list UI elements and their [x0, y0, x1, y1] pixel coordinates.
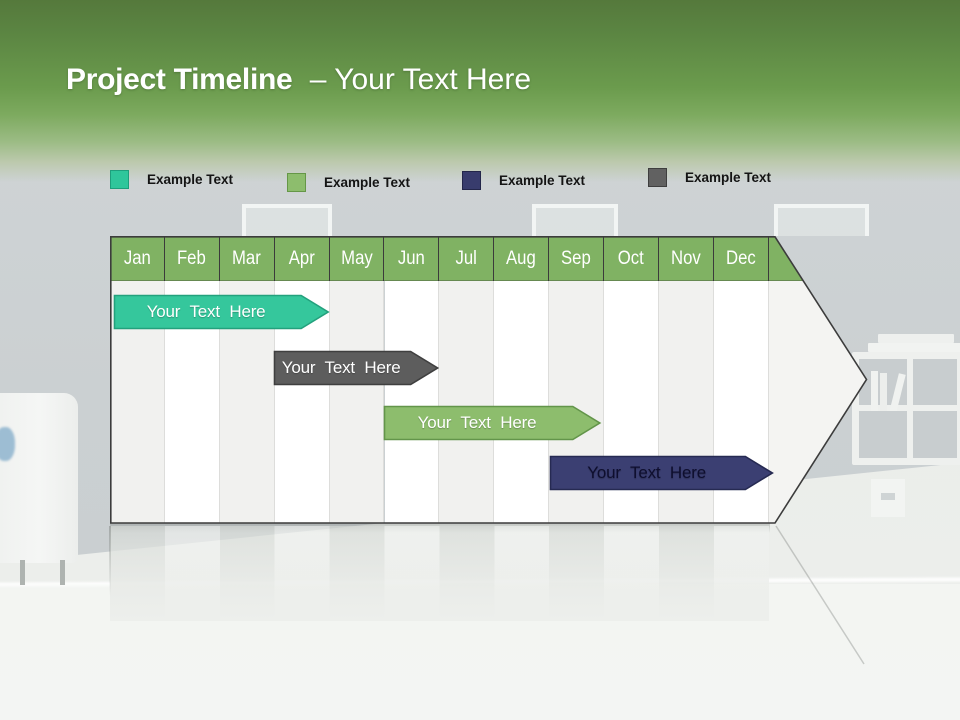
bar-label: Your Text Here — [417, 413, 537, 432]
legend-swatch-green — [287, 173, 306, 192]
legend-label: Example Text — [147, 172, 234, 187]
month-label: Apr — [288, 247, 315, 269]
month-label: Nov — [671, 247, 701, 269]
timeline-bar[interactable]: Your Text Here — [549, 455, 775, 491]
timeline-bar[interactable]: Your Text Here — [273, 350, 440, 386]
legend-label: Example Text — [685, 170, 772, 185]
table-edge-reflection — [109, 526, 111, 596]
shelf-compartment — [913, 411, 957, 458]
wall-frame — [242, 204, 332, 236]
legend-swatch-gray — [648, 168, 667, 187]
month-cell: Oct — [604, 236, 659, 281]
month-label: Jul — [455, 247, 478, 269]
bar-label: Your Text Here — [146, 302, 266, 321]
month-cell: Mar — [220, 236, 275, 281]
month-cell: Jul — [439, 236, 495, 281]
book — [880, 373, 887, 412]
wall-frame — [774, 204, 869, 236]
table-reflection-fade — [110, 526, 769, 621]
month-label: Mar — [232, 247, 262, 269]
month-cell: Apr — [275, 236, 330, 281]
month-label: Jan — [123, 247, 151, 269]
month-cell: Feb — [165, 236, 220, 281]
storage-box — [871, 479, 905, 517]
month-cell: Dec — [714, 236, 769, 281]
legend-label: Example Text — [499, 173, 586, 188]
book — [871, 371, 878, 412]
bar-label: Your Text Here — [281, 358, 401, 377]
slide-title-main: Project Timeline — [66, 63, 293, 96]
sofa-leg — [60, 560, 65, 585]
month-column — [494, 281, 550, 523]
arrow-tip-area — [768, 281, 867, 523]
month-cell: Nov — [659, 236, 714, 281]
month-cell: Aug — [494, 236, 550, 281]
month-cell: Jan — [110, 236, 165, 281]
month-cell: Sep — [549, 236, 605, 281]
timeline-bar[interactable]: Your Text Here — [383, 405, 602, 441]
sofa-leg — [20, 560, 25, 585]
shelf-book-stack — [868, 343, 960, 352]
title-banner — [0, 0, 960, 182]
project-timeline[interactable]: Jan Feb Mar Apr May Jun Jul Aug Sep Oct Nov Dec You… — [110, 236, 868, 524]
bookshelf — [852, 352, 960, 517]
wall-frame — [532, 204, 618, 236]
bar-label: Your Text Here — [587, 463, 706, 482]
month-label: May — [340, 247, 373, 269]
shelf-book-stack — [878, 334, 954, 343]
legend-swatch-teal — [110, 170, 129, 189]
blue-cushion — [0, 427, 15, 461]
month-label: Aug — [506, 247, 537, 269]
month-label: Dec — [725, 247, 756, 269]
month-column — [439, 281, 495, 523]
month-cell: Jun — [385, 236, 440, 281]
month-label: Oct — [618, 247, 645, 269]
box-slot — [881, 493, 895, 500]
timeline-bar[interactable]: Your Text Here — [113, 294, 330, 330]
month-label: Jun — [397, 247, 425, 269]
sofa — [0, 393, 78, 563]
month-column — [384, 281, 440, 523]
timeline-body: Jan Feb Mar Apr May Jun Jul Aug Sep Oct Nov Dec You… — [110, 236, 867, 523]
month-label: Feb — [177, 247, 207, 269]
slide-title[interactable]: Project Timeline – Your Text Here — [66, 58, 926, 102]
shelf-compartment — [913, 359, 957, 405]
month-column — [329, 281, 385, 523]
slide-title-sub: – Your Text Here — [309, 63, 532, 96]
legend-swatch-navy — [462, 171, 481, 190]
month-label: Sep — [561, 247, 592, 269]
legend-label: Example Text — [324, 175, 411, 190]
book — [889, 373, 906, 415]
month-cell: May — [330, 236, 385, 281]
